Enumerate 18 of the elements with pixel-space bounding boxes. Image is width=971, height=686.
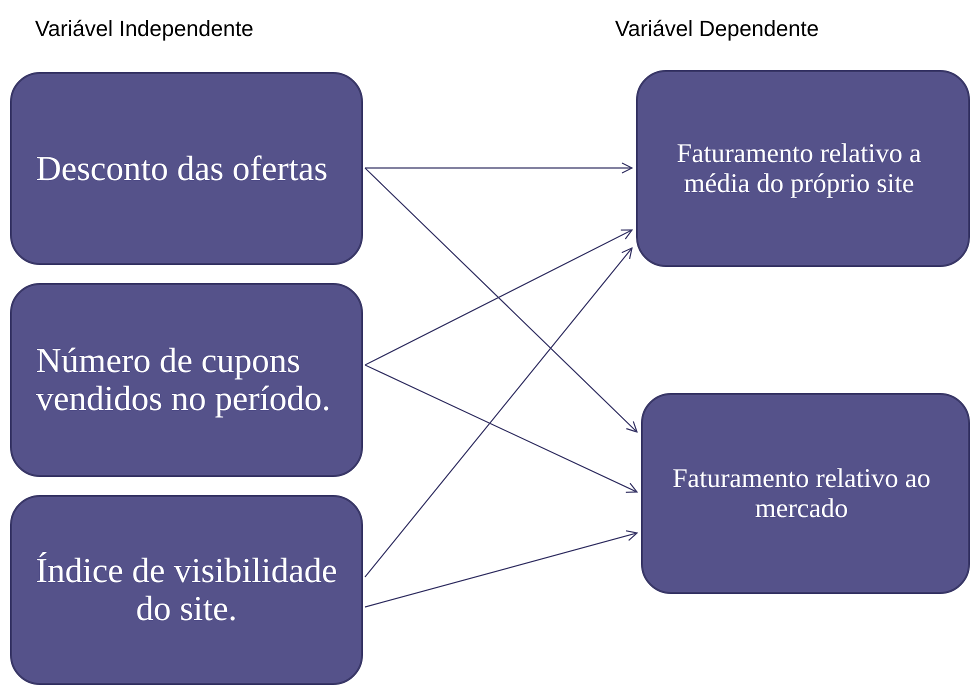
box-text: Desconto das ofertas <box>36 150 329 188</box>
rounded-box <box>636 70 970 267</box>
box-text: Faturamento relativo ao mercado <box>672 464 932 523</box>
box-text: Número de cupons vendidos no período. <box>36 342 332 418</box>
box-text: Índice de visibilidade do site. <box>34 552 338 628</box>
column-heading: Variável Independente <box>35 16 254 42</box>
rounded-box <box>10 283 363 477</box>
rounded-box <box>641 393 970 594</box>
arrow <box>364 168 638 433</box>
rounded-box <box>10 495 363 685</box>
column-heading: Variável Dependente <box>615 16 819 42</box>
arrow <box>364 247 633 578</box>
arrow <box>364 530 638 608</box>
arrow <box>365 162 633 174</box>
box-text: Faturamento relativo a média do próprio site <box>676 139 922 198</box>
arrow <box>364 229 633 366</box>
arrow <box>364 364 638 493</box>
rounded-box <box>10 72 363 265</box>
